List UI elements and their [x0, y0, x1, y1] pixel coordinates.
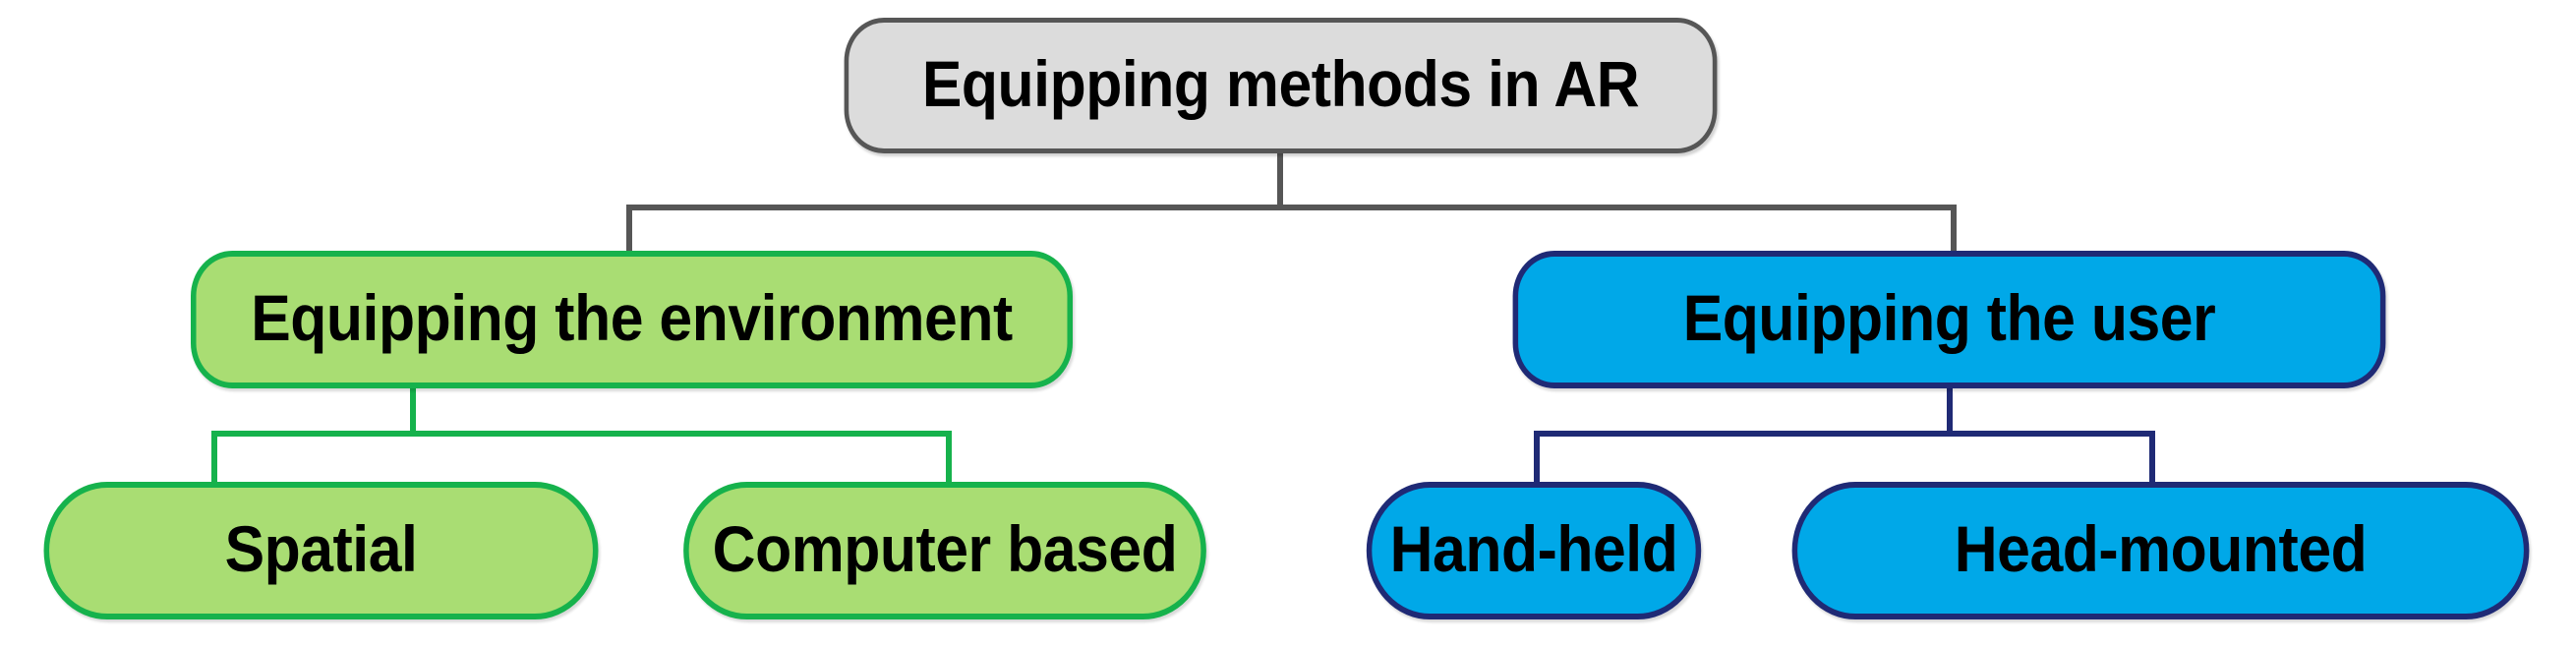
node-computer-based[interactable]: Computer based	[683, 482, 1206, 619]
node-computer-based-label: Computer based	[712, 512, 1178, 585]
node-root-label: Equipping methods in AR	[921, 47, 1640, 120]
environment-connector-group	[211, 385, 952, 485]
node-head-mounted[interactable]: Head-mounted	[1791, 482, 2530, 619]
root-connector-group	[626, 150, 1957, 254]
node-equipping-the-user[interactable]: Equipping the user	[1512, 251, 2386, 388]
node-hand-held-label: Hand-held	[1389, 512, 1678, 585]
user-connector-group	[1534, 385, 2155, 485]
node-spatial-label: Spatial	[224, 512, 418, 585]
node-equipping-the-user-label: Equipping the user	[1682, 281, 2216, 354]
node-root-equipping-methods-in-ar[interactable]: Equipping methods in AR	[844, 18, 1718, 153]
node-hand-held[interactable]: Hand-held	[1366, 482, 1702, 619]
node-equipping-the-environment-label: Equipping the environment	[251, 281, 1013, 354]
node-head-mounted-label: Head-mounted	[1954, 512, 2368, 585]
node-spatial[interactable]: Spatial	[43, 482, 599, 619]
node-equipping-the-environment[interactable]: Equipping the environment	[191, 251, 1073, 388]
